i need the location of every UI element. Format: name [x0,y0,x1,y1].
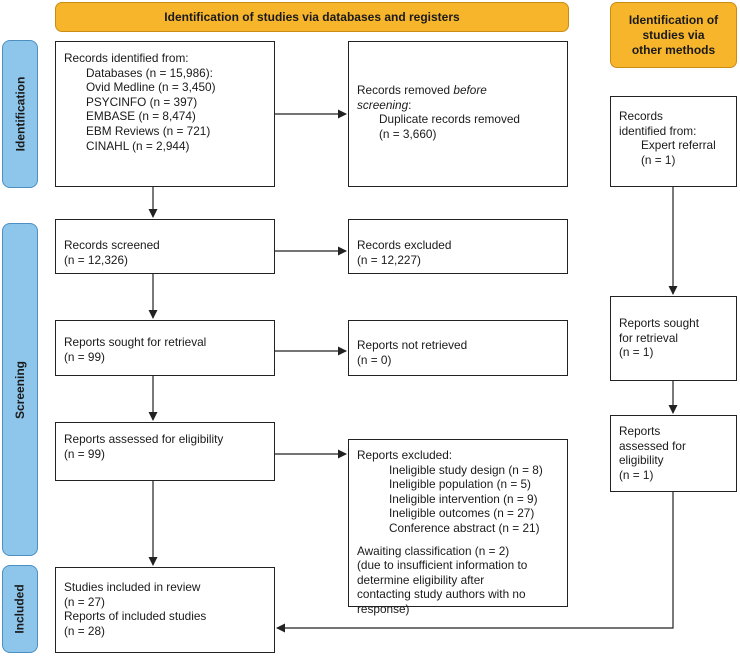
header-databases: Identification of studies via databases … [55,2,569,32]
other-sought-line: for retrieval [619,330,679,345]
header-other-line: studies via [642,27,705,42]
awaiting-note-line: contacting study authors with no [357,587,526,602]
reports-excluded-item: Ineligible outcomes (n = 27) [389,506,535,521]
reports-excluded-item: Ineligible study design (n = 8) [389,462,543,477]
records-identified-item: CINAHL (n = 2,944) [86,138,190,153]
records-removed-count: (n = 3,660) [379,126,437,141]
reports-sought-count: (n = 99) [64,349,105,364]
other-assessed-line: eligibility [619,453,664,468]
other-sought-line: (n = 1) [619,345,654,360]
studies-included-line: Studies included in review [64,580,201,594]
records-identified-item: EBM Reviews (n = 721) [86,123,211,138]
reports-excluded-box: Reports excluded: Ineligible study desig… [348,439,568,616]
records-screened-label: Records screened [64,238,160,252]
records-excluded-label: Records excluded [357,238,452,252]
other-identified-box: Records identified from: Expert referral… [610,96,737,187]
other-identified-line: Records [619,109,663,123]
header-other-line: Identification of [628,12,719,27]
reports-assessed-label: Reports assessed for eligibility [64,432,224,446]
studies-included-line: (n = 28) [64,623,105,638]
reports-excluded-title: Reports excluded: [357,448,453,462]
records-excluded-count: (n = 12,227) [357,252,421,267]
studies-included-line: (n = 27) [64,594,105,609]
other-identified-count: (n = 1) [641,152,676,167]
reports-not-retrieved-label: Reports not retrieved [357,338,468,352]
records-identified-item: PSYCINFO (n = 397) [86,94,198,109]
header-other-line: other methods [631,42,716,57]
other-sought-line: Reports sought [619,316,700,330]
header-databases-text: Identification of studies via databases … [164,9,460,24]
awaiting-note-line: determine eligibility after [357,572,485,587]
records-identified-title: Records identified from: [64,51,189,65]
reports-assessed-count: (n = 99) [64,446,105,461]
reports-not-retrieved-box: Reports not retrieved (n = 0) [348,320,568,376]
reports-assessed-box: Reports assessed for eligibility (n = 99… [55,422,275,481]
other-identified-line: identified from: [619,123,697,138]
records-screened-box: Records screened (n = 12,326) [55,219,275,274]
awaiting-note-line: (due to insufficient information to [357,558,528,573]
studies-included-line: Reports of included studies [64,609,207,624]
records-screened-count: (n = 12,326) [64,252,128,267]
records-removed-line1: Records removed before [357,83,487,97]
reports-excluded-item: Ineligible intervention (n = 9) [389,491,538,506]
other-sought-box: Reports sought for retrieval (n = 1) [610,296,737,381]
arrow-other-assessed-to-included [276,492,674,633]
other-assessed-line: (n = 1) [619,467,654,482]
records-removed-box: Records removed before screening: Duplic… [348,41,568,187]
other-assessed-line: assessed for [619,438,686,453]
records-identified-item: Databases (n = 15,986): [86,65,213,80]
phase-screening: Screening [2,223,38,556]
other-assessed-line: Reports [619,424,661,438]
records-excluded-box: Records excluded (n = 12,227) [348,219,568,274]
records-identified-box: Records identified from: Databases (n = … [55,41,275,187]
reports-excluded-item: Ineligible population (n = 5) [389,477,531,492]
studies-included-box: Studies included in review (n = 27) Repo… [55,567,275,653]
reports-sought-box: Reports sought for retrieval (n = 99) [55,320,275,376]
records-identified-item: EMBASE (n = 8,474) [86,109,196,124]
reports-not-retrieved-count: (n = 0) [357,352,392,367]
other-identified-item: Expert referral [641,138,716,153]
phase-identification: Identification [2,40,38,188]
records-removed-item: Duplicate records removed [379,112,520,127]
header-other-methods: Identification of studies via other meth… [610,2,737,68]
reports-excluded-item: Conference abstract (n = 21) [389,520,540,535]
awaiting-note-line: response) [357,601,410,616]
phase-included: Included [2,565,38,653]
awaiting-classification: Awaiting classification (n = 2) [357,543,510,558]
records-removed-line2: screening: [357,97,412,112]
records-identified-item: Ovid Medline (n = 3,450) [86,80,216,95]
other-assessed-box: Reports assessed for eligibility (n = 1) [610,415,737,492]
reports-sought-label: Reports sought for retrieval [64,335,207,349]
